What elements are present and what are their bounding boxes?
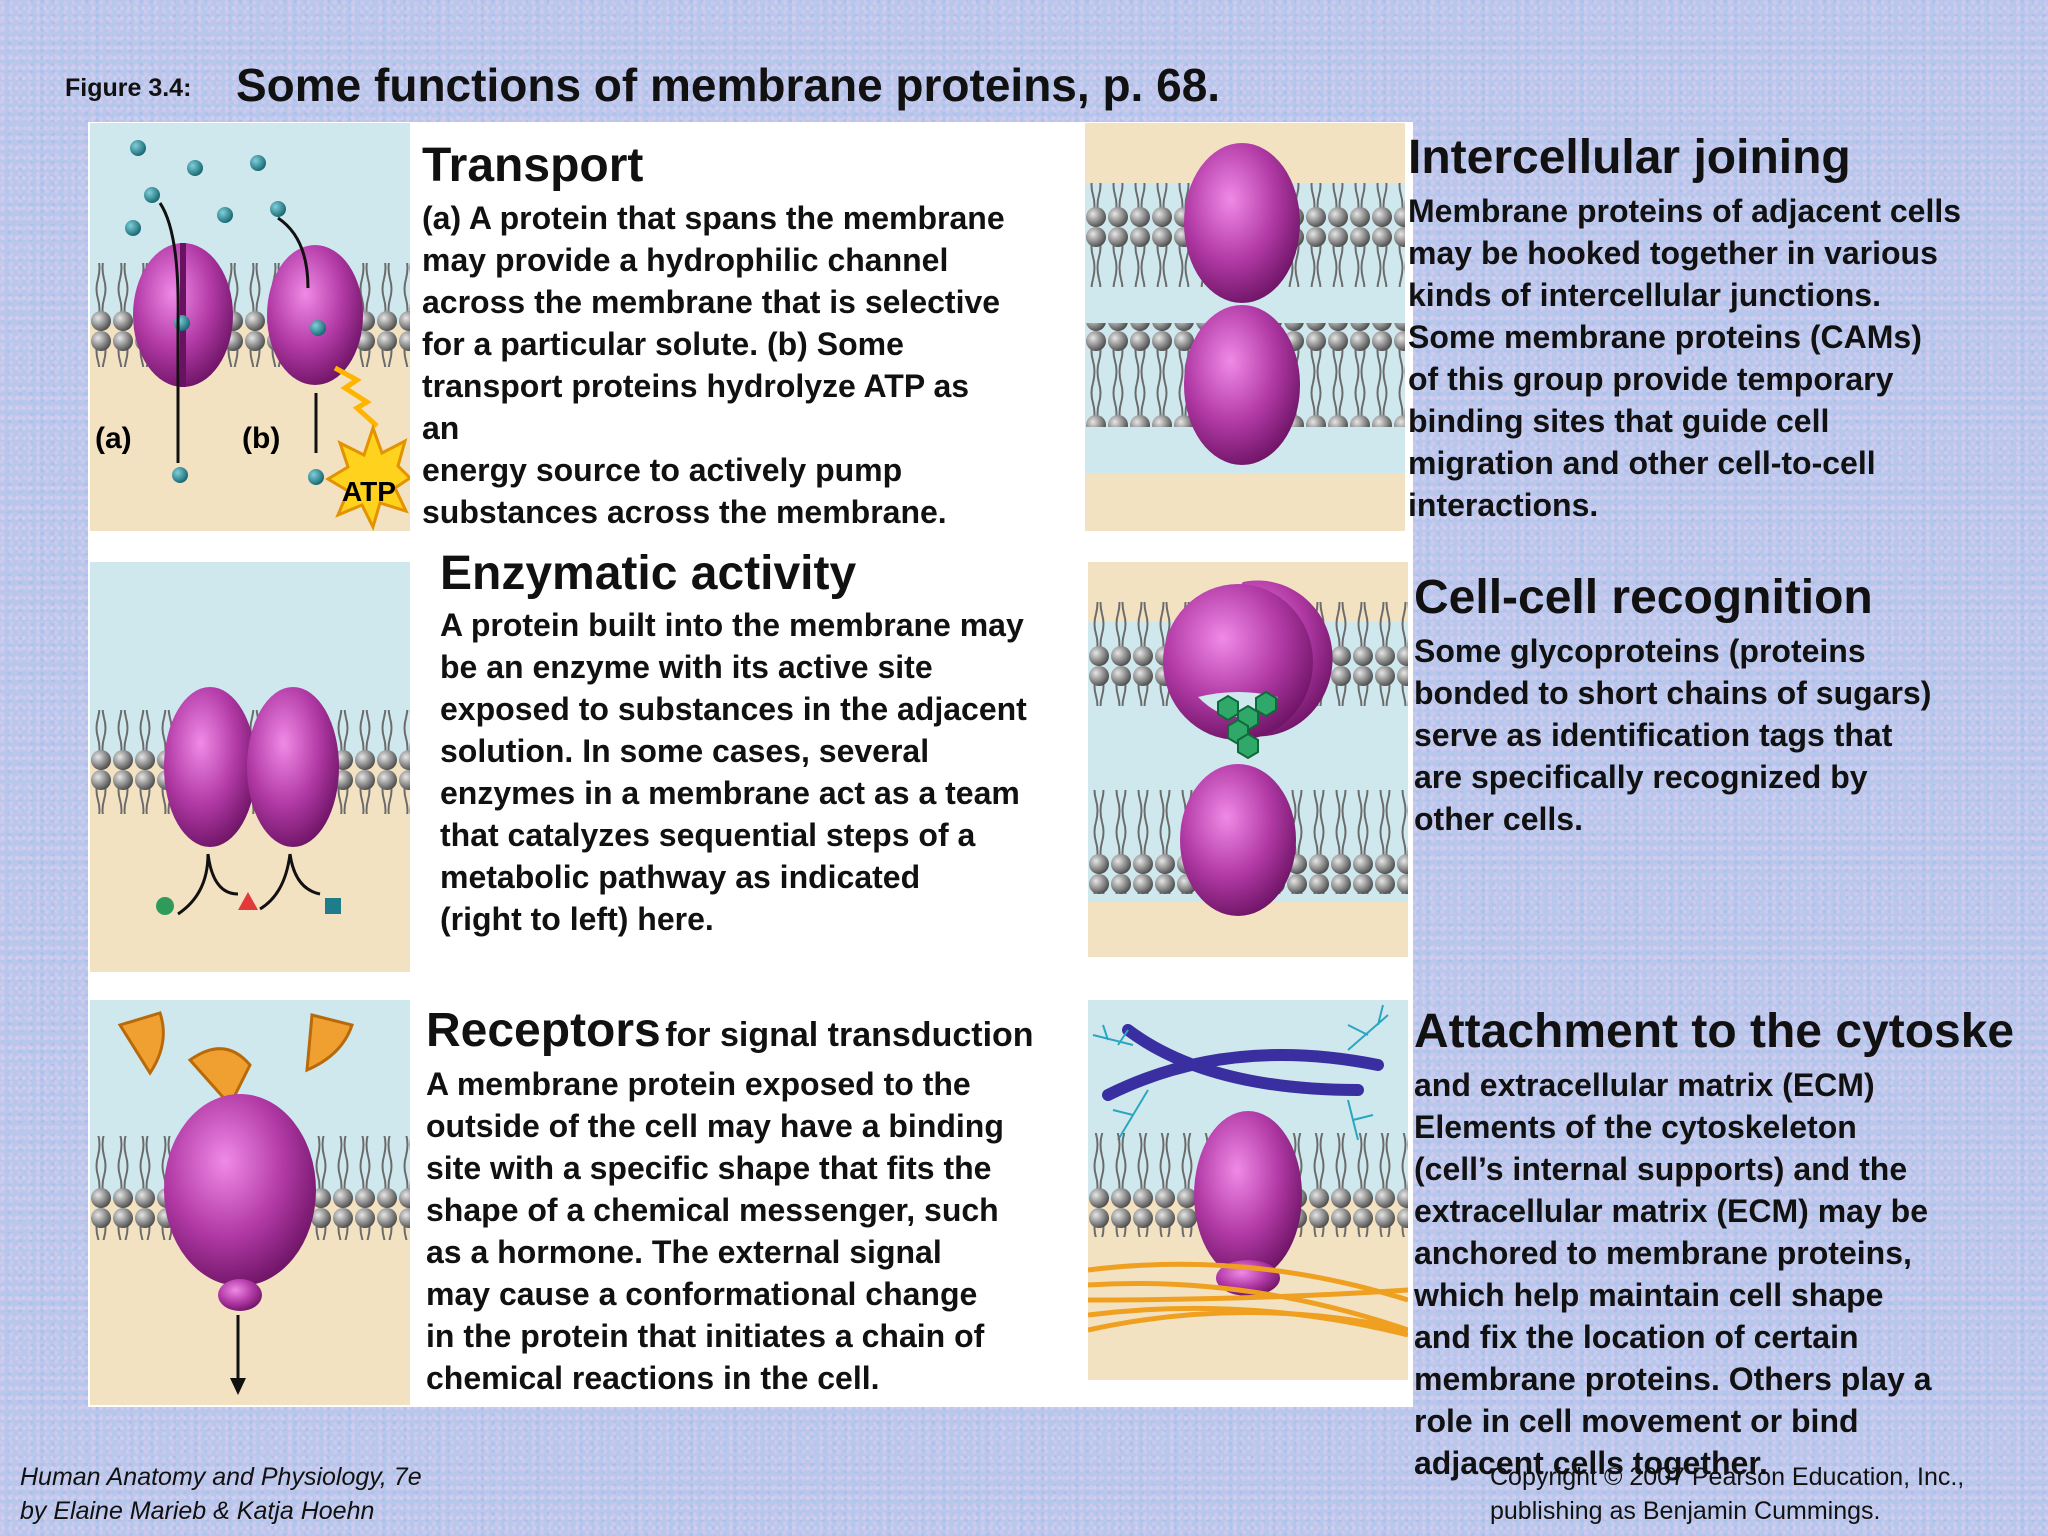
receptor-tail (218, 1279, 262, 1311)
transport-arrows (158, 202, 318, 463)
receptors-heading-row: Receptors for signal transduction (426, 1004, 1034, 1058)
attachment-illustration (1088, 1000, 1408, 1380)
signal-molecules (117, 1011, 354, 1108)
sugar-chain-icon (1217, 690, 1277, 760)
copyright-notice: Copyright © 2007 Pearson Education, Inc.… (1490, 1463, 1965, 1525)
attachment-body: and extracellular matrix (ECM) Elements … (1414, 1067, 1932, 1481)
enzymatic-heading: Enzymatic activity (440, 547, 857, 600)
recognition-illustration (1088, 562, 1408, 957)
substrate-molecule (325, 898, 341, 914)
atp-label: ATP (342, 476, 396, 507)
enzyme-protein-right (247, 687, 339, 847)
atp-pump-protein (267, 245, 363, 385)
label-b: (b) (242, 422, 280, 455)
intermediate-molecule (238, 892, 258, 910)
product-molecule (156, 897, 174, 915)
figure-title: Some functions of membrane proteins, p. … (236, 59, 1221, 111)
recognition-body: Some glycoproteins (proteins bonded to s… (1414, 633, 1932, 837)
glycoprotein-lower (1180, 764, 1296, 916)
receptors-heading: Receptors (426, 1004, 661, 1057)
arrow-head-icon (230, 1378, 246, 1395)
enzymatic-illustration (90, 562, 410, 972)
pathway-arrows (177, 853, 321, 916)
transport-illustration: ATP (a) (b) (90, 123, 410, 531)
enzyme-protein-left (164, 687, 256, 847)
receptor-illustration (90, 1000, 410, 1405)
solute-out-a (172, 467, 188, 483)
anchoring-protein (1194, 1111, 1302, 1279)
solute-out-b (308, 469, 324, 485)
enzymatic-body: A protein built into the membrane may be… (440, 607, 1027, 937)
label-a: (a) (95, 422, 132, 455)
joining-illustration (1085, 123, 1405, 531)
joining-body: Membrane proteins of adjacent cells may … (1408, 193, 1962, 523)
book-credit: Human Anatomy and Physiology, 7e by Elai… (20, 1463, 422, 1525)
cytoskeleton-filaments (1102, 1024, 1384, 1101)
atp-starburst-icon (325, 423, 410, 531)
attachment-heading: Attachment to the cytoske (1414, 1006, 2015, 1058)
solute-molecules (125, 140, 286, 236)
microfilament-branches (1092, 1004, 1389, 1141)
figure-label: Figure 3.4: (65, 74, 192, 102)
joining-heading: Intercellular joining (1408, 131, 1851, 184)
channel-protein (133, 243, 233, 387)
ecm-fibers (1088, 1261, 1408, 1338)
receptor-protein (164, 1094, 316, 1286)
cam-protein-upper (1184, 143, 1300, 303)
receptors-heading-suffix: for signal transduction (665, 1016, 1034, 1054)
cam-protein-lower (1184, 305, 1300, 465)
receptors-body: A membrane protein exposed to the outsid… (426, 1066, 1004, 1396)
recognition-heading: Cell-cell recognition (1414, 571, 1873, 624)
transport-heading: Transport (422, 139, 644, 192)
energy-bolt-icon (333, 365, 379, 428)
transport-body: (a) A protein that spans the membrane ma… (422, 200, 1005, 530)
